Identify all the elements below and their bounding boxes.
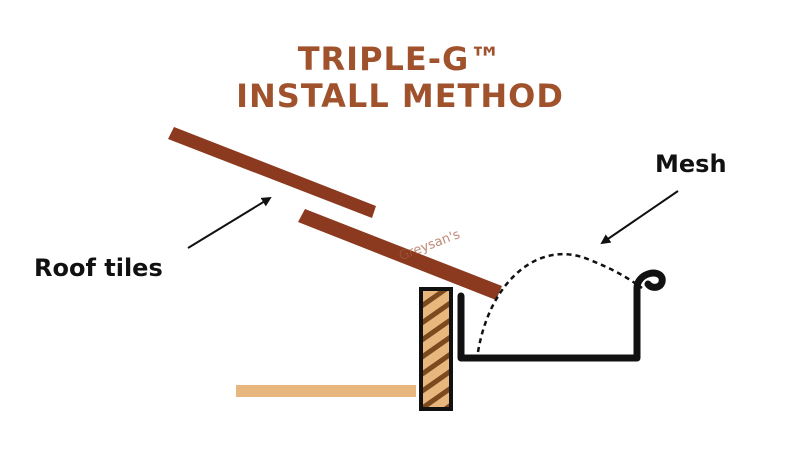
title-line-1: TRIPLE-G™ — [297, 40, 503, 78]
mesh-arrow — [600, 190, 679, 245]
roof-tiles-arrow — [187, 196, 272, 249]
fascia-board — [419, 287, 453, 411]
roof-tile-upper — [168, 127, 376, 218]
mesh-arc — [476, 253, 643, 353]
roof-tile-lower — [298, 209, 502, 300]
roof-tiles-label: Roof tiles — [34, 254, 163, 282]
mesh-label: Mesh — [655, 150, 727, 178]
horizontal-board — [236, 385, 416, 397]
gutter-profile — [457, 269, 666, 362]
title-line-2: INSTALL METHOD — [236, 77, 564, 115]
